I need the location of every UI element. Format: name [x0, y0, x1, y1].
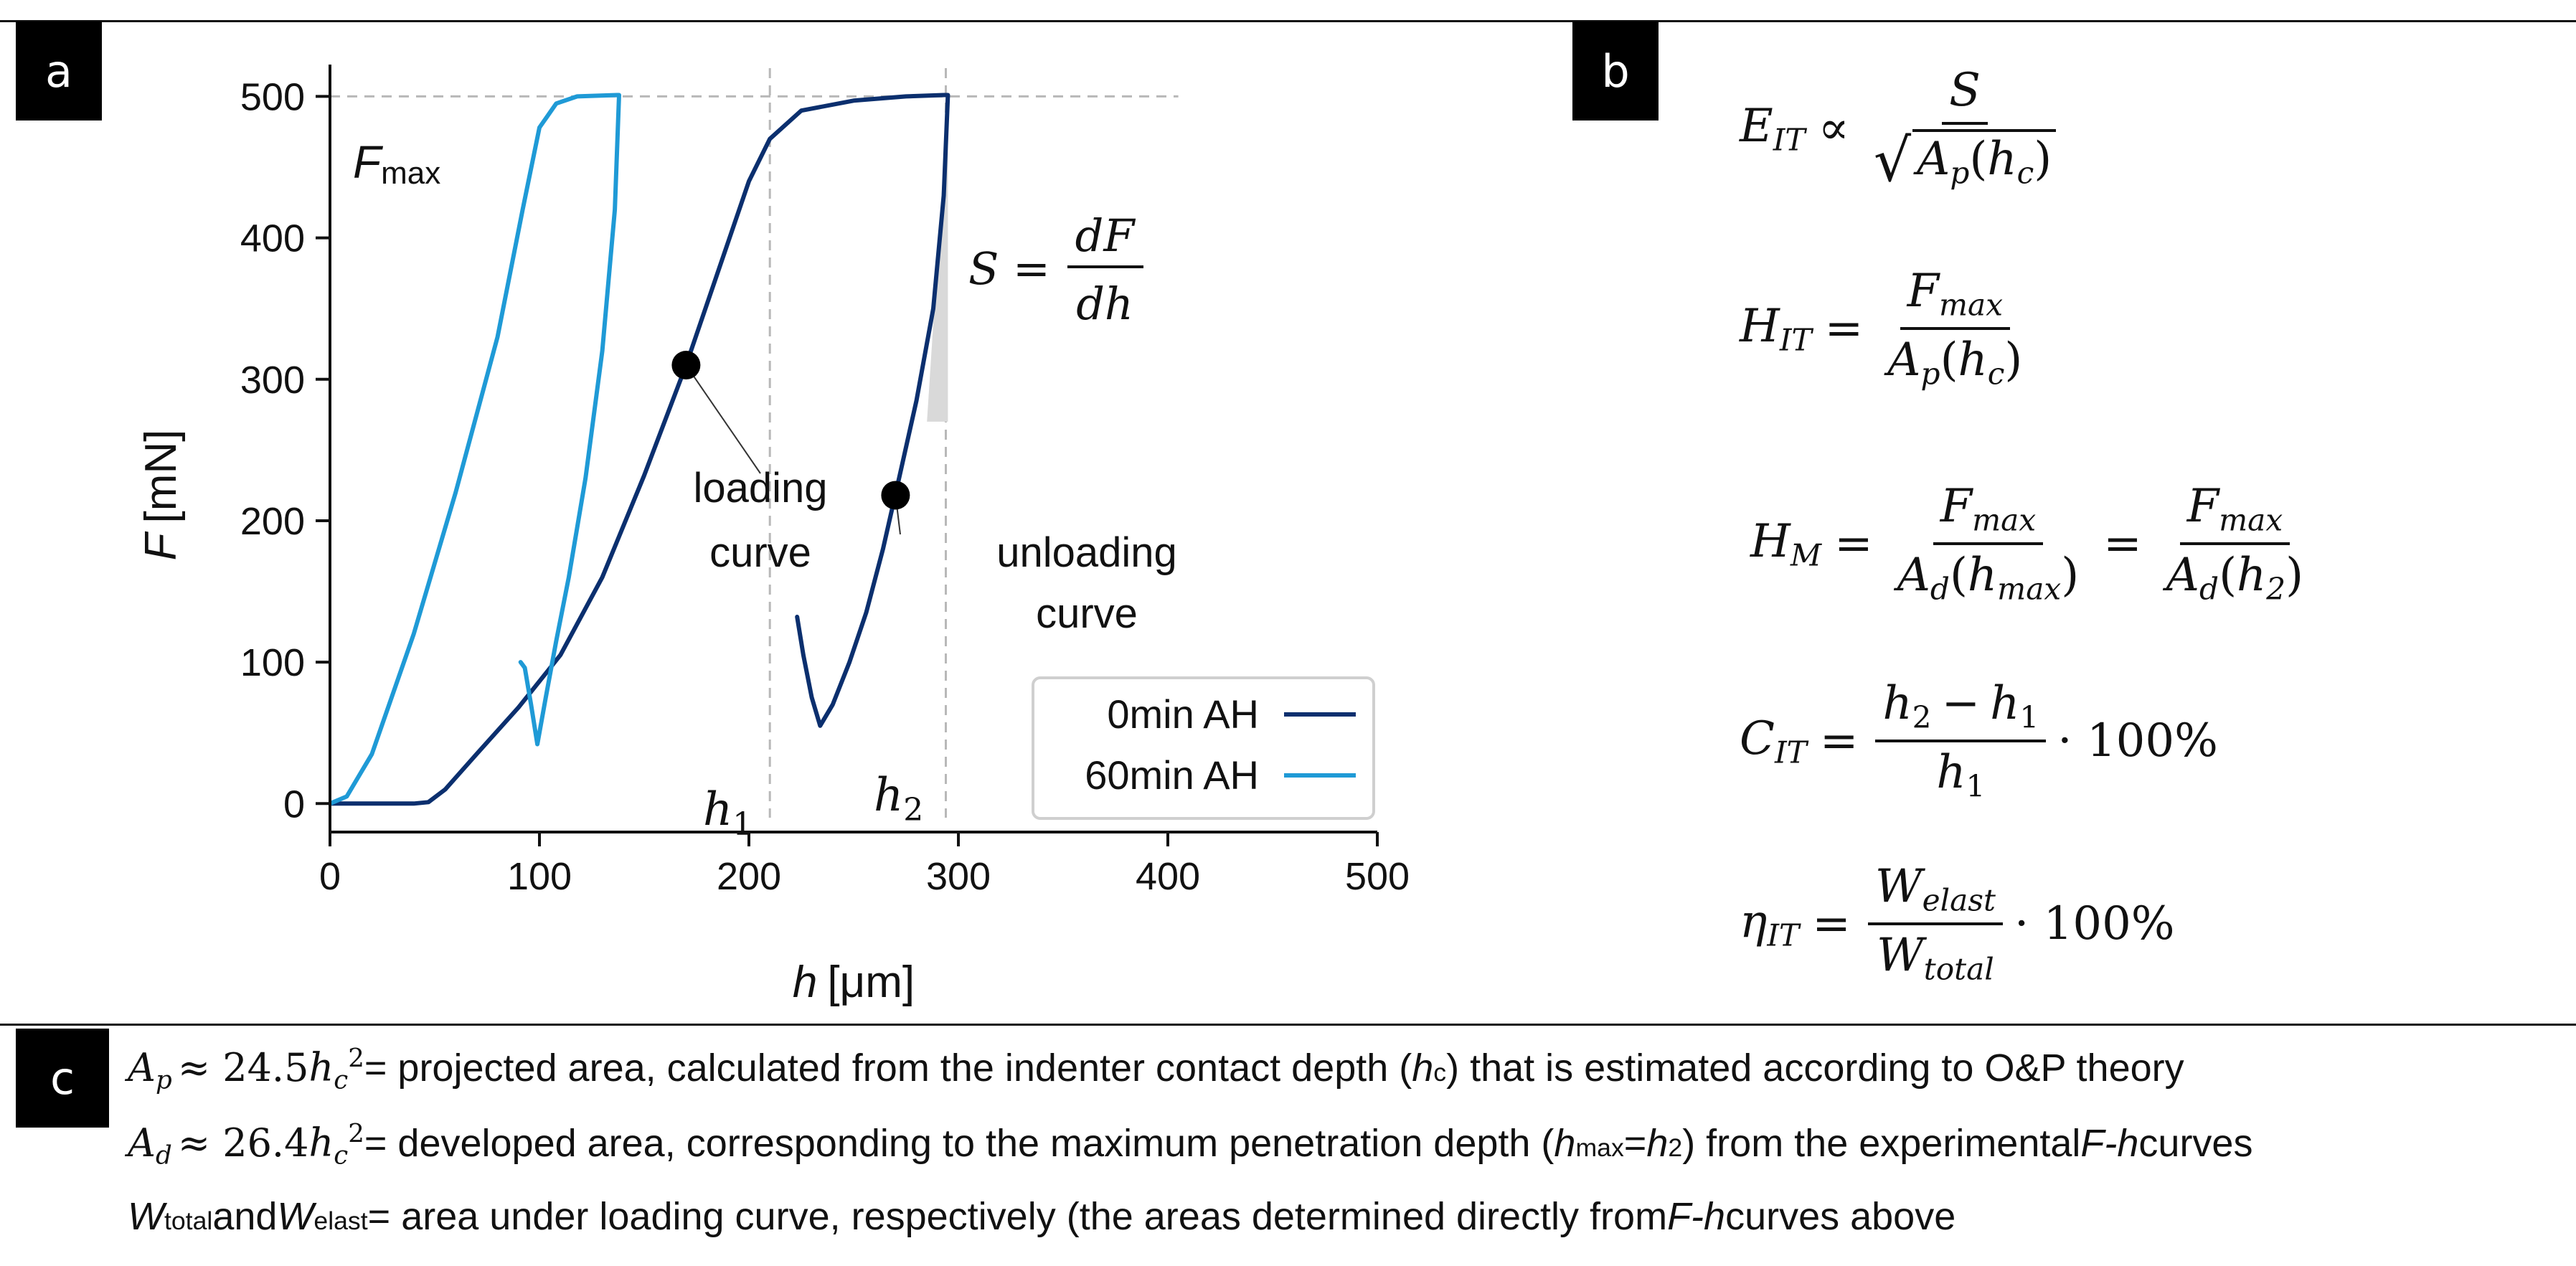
y-tick-label: 500: [240, 75, 305, 118]
x-tick-label: 400: [1136, 855, 1200, 898]
legend-label-60min: 60min AH: [1085, 752, 1259, 798]
series-line-1: [328, 93, 621, 806]
x-tick-label: 300: [926, 855, 991, 898]
equation-elastic-work-ratio: ηIT = Welast Wtotal · 100%: [1740, 860, 2175, 987]
panel-b-tag: b: [1572, 22, 1659, 121]
mid-rule: [0, 1024, 2576, 1026]
note-developed-area: Ad ≈ 26.4 hc2 = developed area, correspo…: [128, 1119, 2253, 1171]
marker-label-line2: curve: [1036, 590, 1138, 637]
x-tick-label: 0: [319, 855, 341, 898]
x-tick-label: 200: [717, 855, 781, 898]
x-tick-label: 500: [1345, 855, 1410, 898]
top-rule: [0, 20, 2576, 22]
svg-text:dF: dF: [1075, 209, 1136, 262]
legend: 0min AH 60min AH: [1032, 676, 1375, 820]
marker-label-line1: unloading: [996, 529, 1177, 576]
equation-elastic-modulus: EIT ∝ S √Ap(hc): [1740, 64, 2067, 192]
y-tick-label: 400: [240, 217, 305, 260]
panel-a-tag: a: [16, 22, 102, 121]
curve-marker: [671, 351, 701, 380]
y-tick-label: 0: [283, 783, 305, 826]
fmax-annotation: Fmax: [353, 136, 440, 191]
y-tick-label: 200: [240, 500, 305, 543]
x-axis-label: h[μm]: [793, 958, 915, 1007]
force-depth-chart: 0 100 200 300 400 500 0 100 200 300 400 500 loading…: [136, 65, 1410, 1007]
curve-marker: [881, 481, 910, 510]
panel-c-tag: c: [16, 1029, 109, 1128]
note-projected-area: Ap ≈ 24.5 hc2 = projected area, calculat…: [128, 1044, 2184, 1095]
y-axis-label: F[mN]: [136, 430, 186, 561]
legend-label-0min: 0min AH: [1107, 691, 1259, 737]
marker-label-line1: loading: [693, 465, 827, 511]
h1-annotation: h1: [703, 783, 752, 843]
equation-martens-hardness: HM = Fmax Ad(hmax) = Fmax Ad(h2): [1750, 480, 2304, 607]
x-tick-label: 100: [507, 855, 572, 898]
marker-label-line2: curve: [709, 529, 811, 576]
equation-indentation-hardness: HIT = Fmax Ap(hc): [1740, 265, 2023, 392]
axes: 0 100 200 300 400 500 0 100 200 300 400 500: [240, 65, 1410, 898]
y-tick-label: 100: [240, 641, 305, 684]
marker-leader: [685, 364, 761, 474]
h2-annotation: h2: [874, 769, 923, 828]
curve-markers: loading curve unloading curve: [671, 351, 1177, 637]
series-line-0: [328, 93, 950, 806]
svg-text:dh: dh: [1076, 278, 1133, 330]
equation-creep: CIT = h2−h1 h1 · 100%: [1740, 677, 2218, 804]
svg-text:S: S: [968, 242, 999, 295]
svg-text:=: =: [1013, 242, 1050, 295]
series-lines: [328, 93, 950, 806]
stiffness-equation: S = dF dh: [968, 209, 1143, 330]
y-tick-label: 300: [240, 359, 305, 402]
